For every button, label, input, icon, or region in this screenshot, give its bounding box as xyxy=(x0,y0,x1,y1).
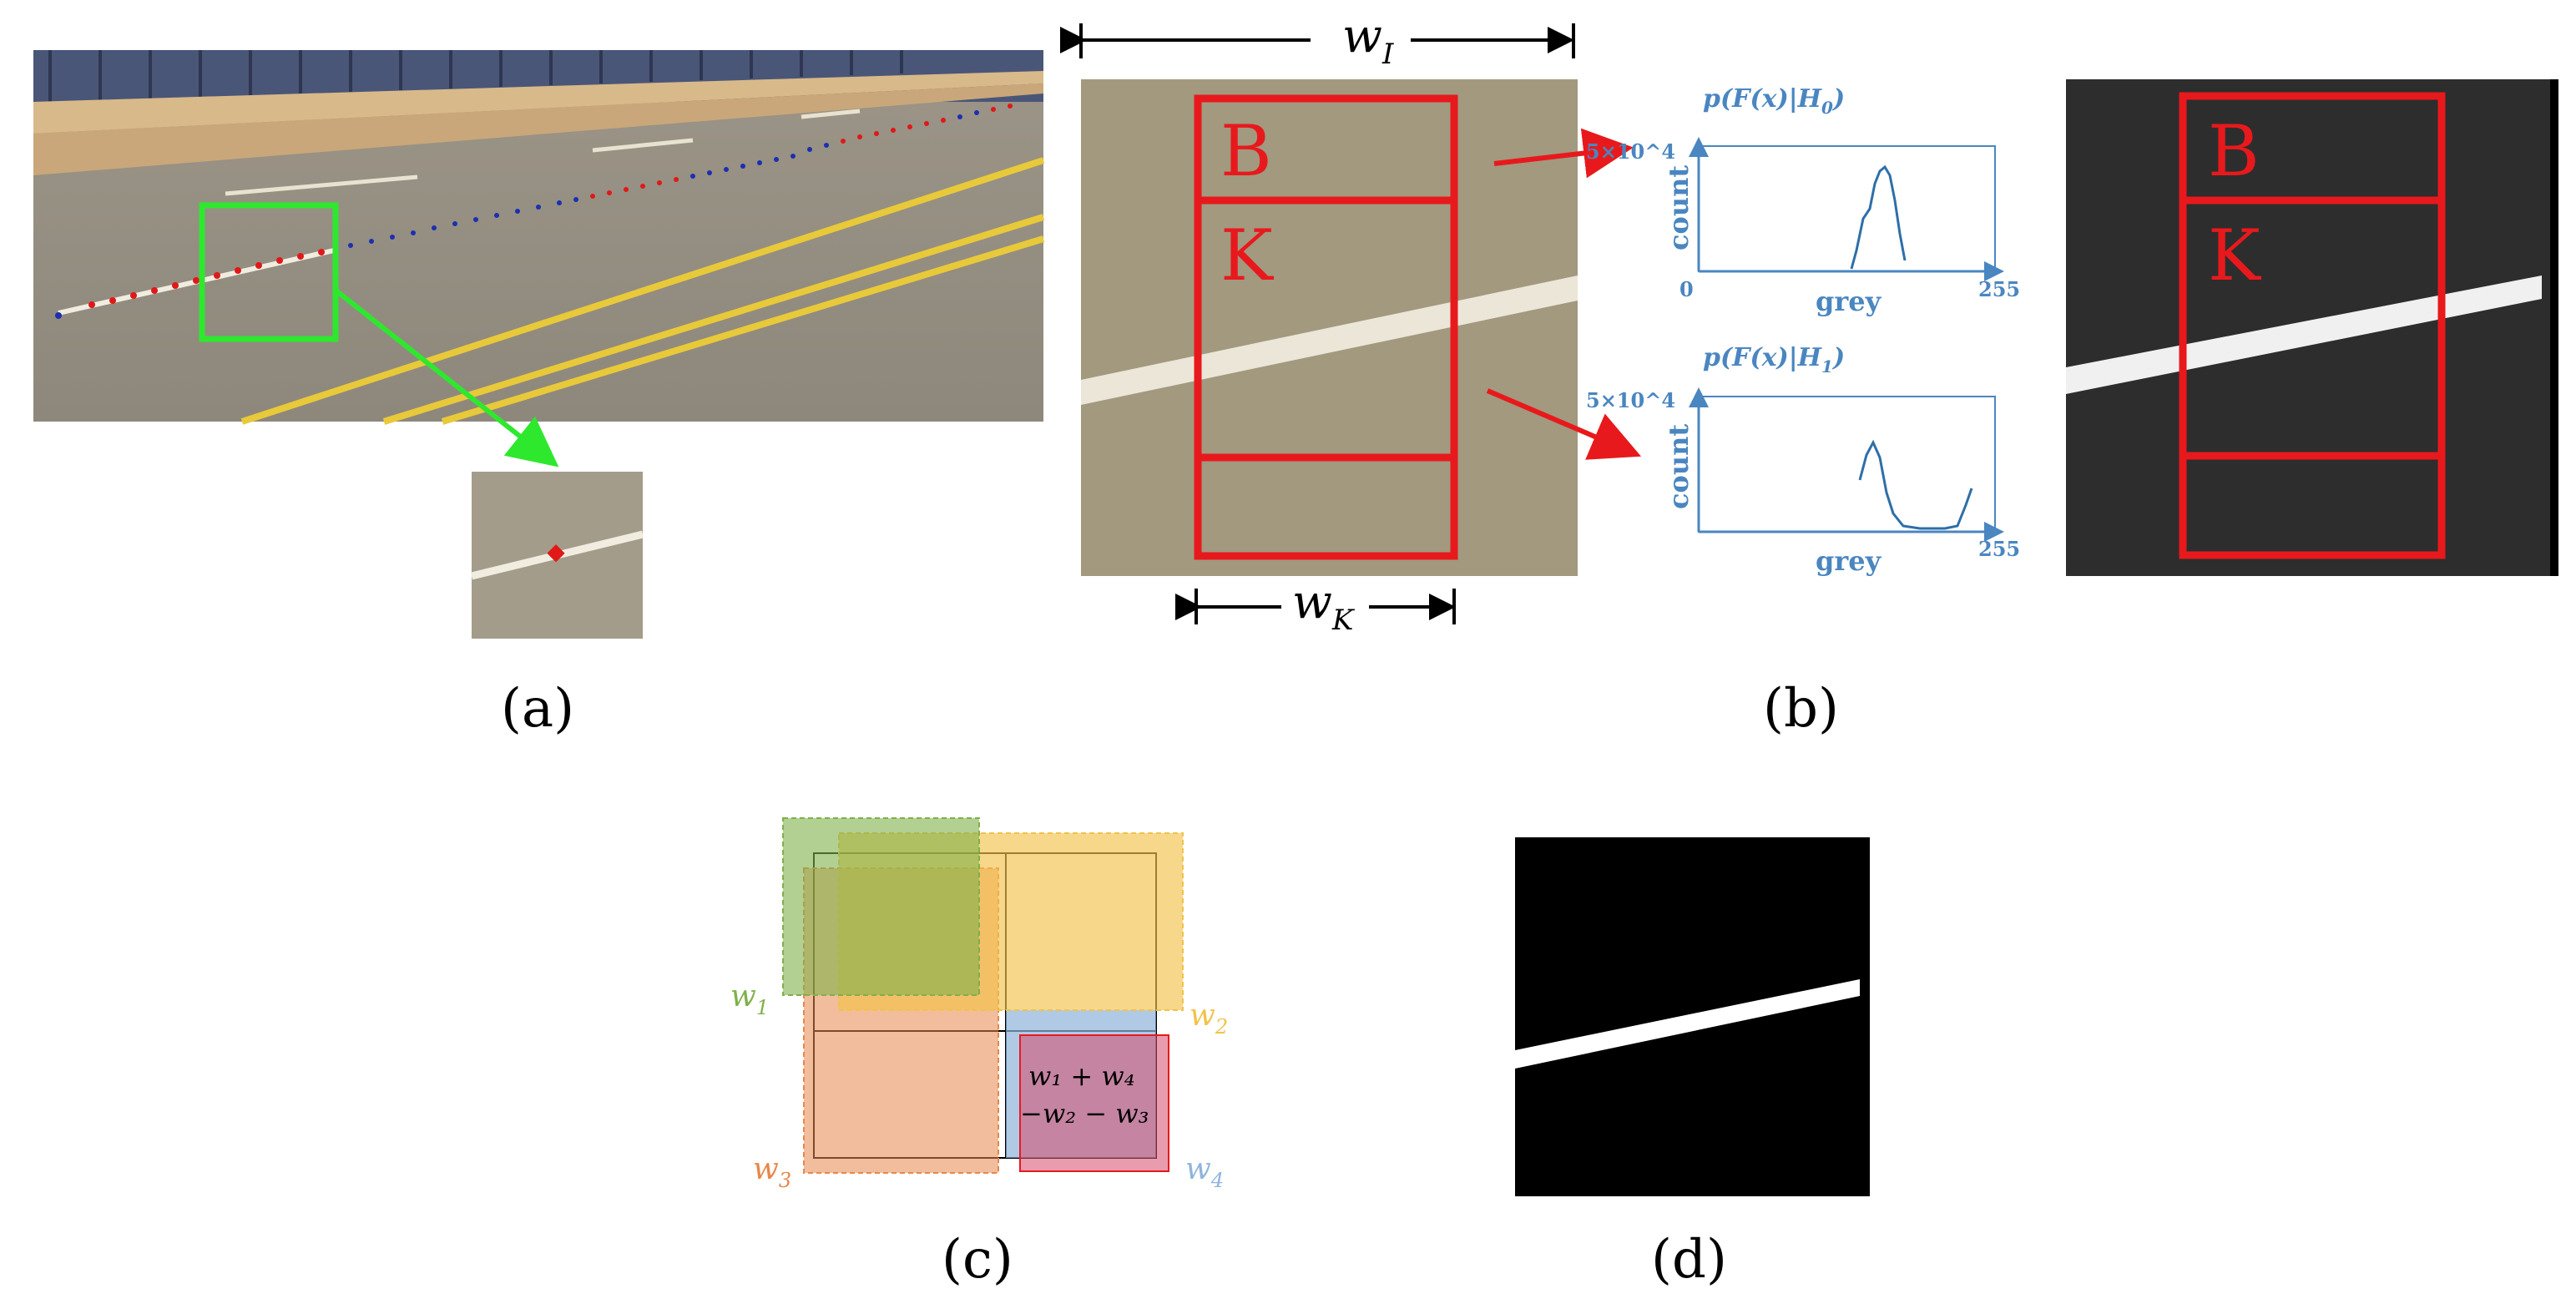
svg-text:wI: wI xyxy=(1342,9,1394,71)
svg-text:5×10^4: 5×10^4 xyxy=(1586,139,1675,164)
right-box-k-label: K xyxy=(2208,215,2262,296)
panel-c: w₁ + w₄ −w₂ − w₃ w1 w2 w3 w4 (c) xyxy=(730,817,1228,1291)
label-w3: w3 xyxy=(753,1152,791,1192)
panel-b: wI B K wK p(F(x)|H0) 5×10^4 xyxy=(1060,9,2558,740)
box-b-label: B xyxy=(1220,110,1272,192)
formula-line1: w₁ + w₄ xyxy=(1028,1060,1135,1092)
svg-text:0: 0 xyxy=(1679,277,1694,301)
svg-text:wK: wK xyxy=(1292,575,1356,637)
road-image xyxy=(33,50,1045,425)
lane-points-blue xyxy=(55,110,979,319)
histogram-h0: p(F(x)|H0) 5×10^4 count grey 0 255 xyxy=(1586,84,2020,317)
caption-c: (c) xyxy=(942,1229,1013,1291)
svg-text:grey: grey xyxy=(1816,286,1882,317)
result-window xyxy=(1019,1034,1169,1172)
caption-b: (b) xyxy=(1763,678,1839,740)
svg-text:count: count xyxy=(1663,424,1695,509)
window-w1 xyxy=(782,817,980,996)
caption-d: (d) xyxy=(1651,1229,1727,1291)
binary-window-image: B K xyxy=(2066,79,2558,576)
histogram-h1-curve xyxy=(1858,439,1973,530)
svg-text:255: 255 xyxy=(1978,537,2020,561)
svg-text:p(F(x)|H1): p(F(x)|H1) xyxy=(1703,343,1845,377)
right-box-b-label: B xyxy=(2208,110,2260,192)
road-patch xyxy=(1081,79,1578,576)
box-k-label: K xyxy=(1220,215,1275,296)
window-boxes xyxy=(1194,94,1458,560)
zoom-patch xyxy=(470,472,644,639)
svg-text:255: 255 xyxy=(1978,277,2020,301)
selection-window xyxy=(199,202,339,342)
label-w2: w2 xyxy=(1190,998,1228,1039)
svg-text:grey: grey xyxy=(1816,545,1882,577)
svg-text:p(F(x)|H0): p(F(x)|H0) xyxy=(1703,84,1845,118)
histogram-h0-curve xyxy=(1850,164,1907,270)
panel-a: (a) xyxy=(33,50,1045,740)
caption-a: (a) xyxy=(501,678,574,740)
lane-points-red xyxy=(88,104,1013,308)
panel-d: (d) xyxy=(1515,837,1870,1291)
dim-wk: wK xyxy=(1175,575,1456,637)
label-w4: w4 xyxy=(1185,1152,1224,1192)
svg-text:5×10^4: 5×10^4 xyxy=(1586,388,1675,412)
svg-text:count: count xyxy=(1663,165,1695,250)
label-w1: w1 xyxy=(730,979,769,1019)
histogram-h1: p(F(x)|H1) 5×10^4 count grey 255 xyxy=(1586,343,2020,577)
dim-wi: wI xyxy=(1060,9,1575,71)
zoom-arrow xyxy=(332,286,559,468)
formula-line2: −w₂ − w₃ xyxy=(1020,1098,1149,1130)
